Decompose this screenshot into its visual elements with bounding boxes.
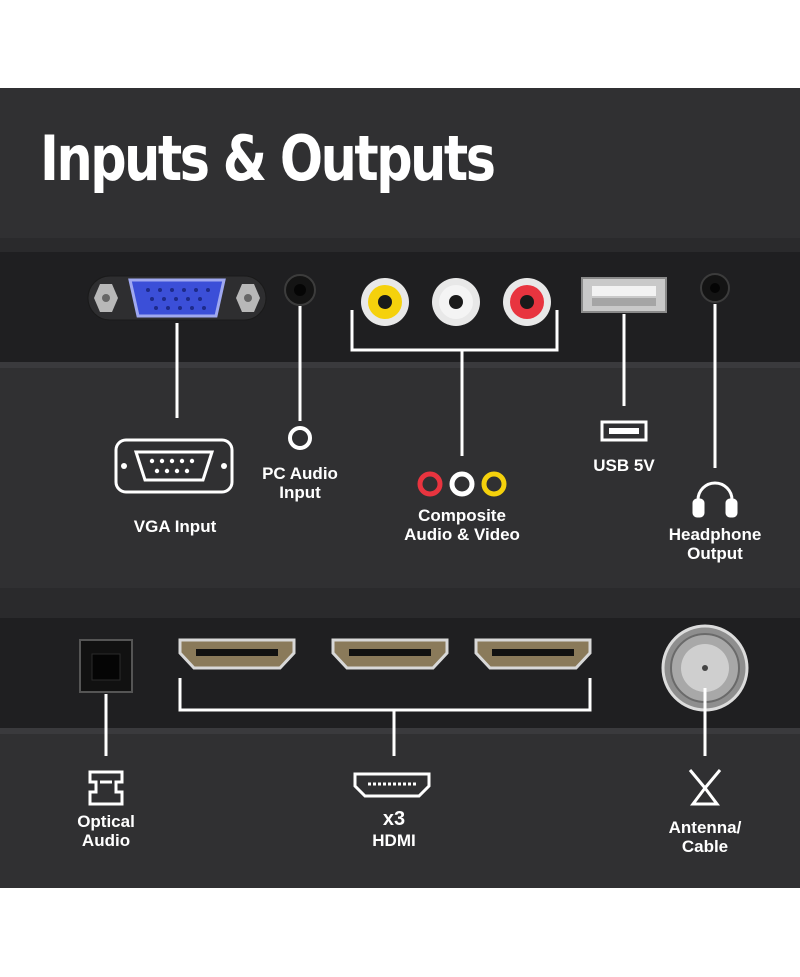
hdmi-ports — [178, 638, 592, 670]
connector-artwork — [79, 273, 749, 806]
headphones-icon — [692, 481, 738, 518]
top-callout-lines — [175, 304, 717, 468]
hdmi-label: x3 HDMI — [372, 808, 416, 850]
rca-jacks-icon — [417, 471, 507, 497]
composite-label: Composite Audio & Video — [404, 506, 520, 544]
vga-port — [87, 275, 267, 321]
usb-icon — [600, 420, 648, 442]
optical-label: Optical Audio — [77, 812, 135, 850]
hdmi-icon — [353, 772, 431, 798]
headphone-jack — [700, 273, 730, 303]
io-panel: Inputs & Outputs — [0, 88, 800, 888]
pc-audio-jack — [284, 274, 316, 306]
antenna-label: Antenna/ Cable — [668, 818, 742, 856]
usb-label: USB 5V — [593, 456, 655, 475]
optical-port — [79, 639, 133, 693]
rca-jacks — [361, 278, 551, 326]
audio-jack-icon — [288, 426, 312, 450]
optical-port-icon — [88, 770, 124, 806]
usb-port — [581, 277, 667, 313]
page-title: Inputs & Outputs — [40, 122, 496, 195]
headphone-label: Headphone Output — [668, 525, 762, 563]
bottom-callout-lines — [104, 678, 707, 756]
vga-port-icon — [114, 438, 234, 494]
coax-port — [661, 624, 749, 712]
vga-label: VGA Input — [133, 517, 217, 536]
pc-audio-label: PC Audio Input — [262, 464, 338, 502]
antenna-icon — [688, 769, 722, 806]
